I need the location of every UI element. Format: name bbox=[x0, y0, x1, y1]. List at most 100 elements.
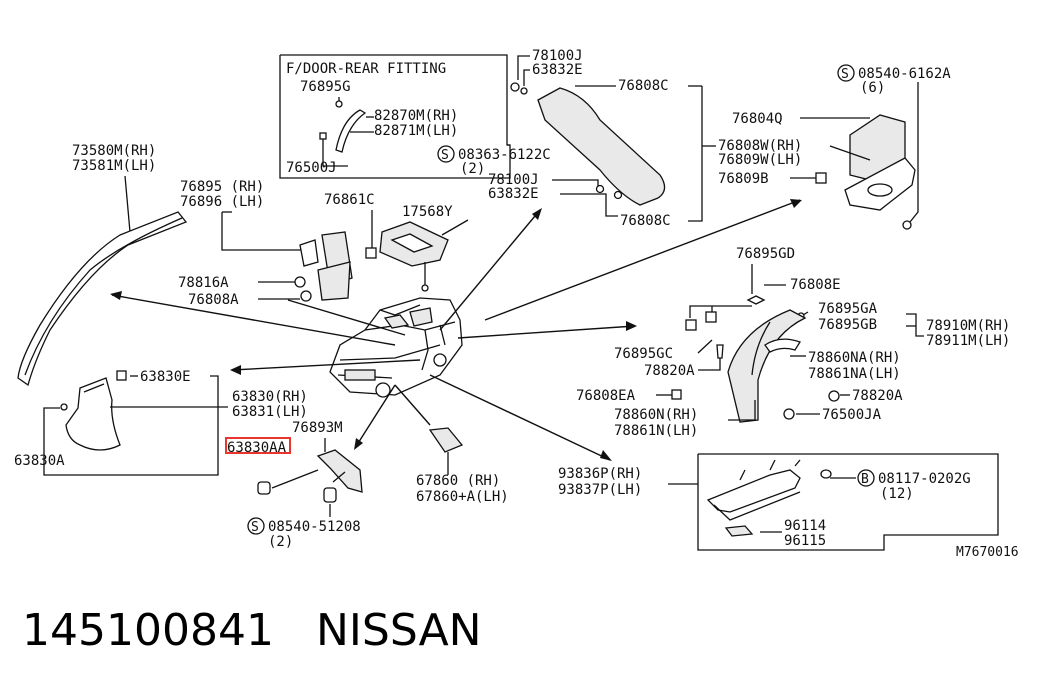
label-96114: 96114 bbox=[784, 518, 826, 534]
label-08540-6162A: 08540-6162A bbox=[858, 66, 951, 82]
clip-76895GD bbox=[705, 311, 717, 323]
label-96115: 96115 bbox=[784, 533, 826, 549]
label-76895GA: 76895GA bbox=[818, 301, 878, 317]
clip-76809B bbox=[815, 172, 827, 184]
label-76893M: 76893M bbox=[292, 420, 343, 436]
screw-78820A-b bbox=[828, 390, 840, 402]
clip-76895GC bbox=[685, 319, 697, 331]
label-76895RH: 76895 (RH) bbox=[180, 179, 264, 195]
label-78100J-top: 78100J bbox=[532, 48, 583, 64]
diagram-code: M7670016 bbox=[956, 545, 1019, 560]
label-76809W: 76809W(LH) bbox=[718, 152, 802, 168]
label-76808W: 76808W(RH) bbox=[718, 138, 802, 154]
lower-bracket-group: 76893M 63830AA S 08540-51208 (2) bbox=[225, 420, 363, 550]
bracket-76893M bbox=[316, 449, 363, 493]
label-76808EA: 76808EA bbox=[576, 388, 636, 404]
label-63831LH: 63831(LH) bbox=[232, 404, 308, 420]
bolt-08117 bbox=[820, 469, 832, 479]
label-08363-6122C: 08363-6122C bbox=[458, 147, 551, 163]
label-67860A: 67860+A(LH) bbox=[416, 489, 509, 505]
label-78820A-b: 78820A bbox=[852, 388, 903, 404]
label-17568Y: 17568Y bbox=[402, 204, 453, 220]
bracket-17568Y-inner bbox=[390, 233, 434, 253]
clip-76500JA bbox=[783, 408, 795, 420]
label-76808C-b: 76808C bbox=[620, 213, 671, 229]
highlight-box-63830AA bbox=[225, 437, 291, 454]
bolt-08363-6122C: S 08363-6122C (2) bbox=[437, 145, 551, 177]
screw-76808A bbox=[300, 290, 312, 302]
bracket-hole bbox=[867, 183, 893, 197]
fdoor-title: F/DOOR-REAR FITTING bbox=[286, 61, 446, 77]
label-78100J-b: 78100J bbox=[488, 172, 539, 188]
control-unit-group: S 08540-6162A (6) 76804Q 76808W(RH) 7680… bbox=[718, 64, 951, 230]
label-08117-qty: (12) bbox=[880, 486, 914, 502]
label-76861C: 76861C bbox=[324, 192, 375, 208]
s-symbol-letter: S bbox=[441, 148, 449, 163]
fender-bracket-group: 76895 (RH) 76896 (LH) 76861C 17568Y 7881… bbox=[178, 179, 469, 308]
label-76808A: 76808A bbox=[188, 292, 239, 308]
label-76500J: 76500J bbox=[286, 160, 337, 176]
label-76895GD: 76895GD bbox=[736, 246, 795, 262]
label-63830E: 63830E bbox=[140, 369, 191, 385]
clip-76895G bbox=[335, 100, 343, 108]
label-78860N: 78860N(RH) bbox=[614, 407, 698, 423]
label-78911M: 78911M(LH) bbox=[926, 333, 1010, 349]
clip-76861C bbox=[365, 247, 377, 259]
bracket-76896 bbox=[299, 239, 319, 267]
label-76896LH: 76896 (LH) bbox=[180, 194, 264, 210]
label-76895GB: 76895GB bbox=[818, 317, 877, 333]
label-78861N: 78861N(LH) bbox=[614, 423, 698, 439]
cap-63832E-b bbox=[613, 190, 623, 200]
label-76804Q: 76804Q bbox=[732, 111, 783, 127]
label-76500JA: 76500JA bbox=[822, 407, 882, 423]
label-78860NA: 78860NA(RH) bbox=[808, 350, 901, 366]
cap-63832E bbox=[520, 87, 528, 95]
clip-63830E bbox=[116, 370, 127, 381]
upper-trim-group: 78100J 63832E 76808C 78100J 63832E 76808… bbox=[488, 48, 716, 229]
bolt-08540-51208 bbox=[323, 487, 337, 503]
drip-molding-group: 73580M(RH) 73581M(LH) bbox=[17, 143, 188, 387]
insulator-67860 bbox=[428, 427, 464, 453]
protector-78860NA bbox=[764, 338, 801, 353]
molding-73580M bbox=[17, 211, 188, 387]
clip-78816A bbox=[294, 276, 306, 288]
screw-78100J-b bbox=[595, 184, 605, 194]
label-78861NA: 78861NA(LH) bbox=[808, 366, 901, 382]
screw-08540-6162A bbox=[902, 220, 912, 230]
label-63832E-top: 63832E bbox=[532, 62, 583, 78]
screw-63830A bbox=[60, 403, 68, 411]
label-08117-0202G: 08117-0202G bbox=[878, 471, 971, 487]
label-82870M: 82870M(RH) bbox=[374, 108, 458, 124]
pointer-arrows bbox=[110, 199, 802, 461]
label-76895GC: 76895GC bbox=[614, 346, 673, 362]
clip-76808EA bbox=[671, 389, 682, 400]
label-73580M: 73580M(RH) bbox=[72, 143, 156, 159]
label-08540-6162A-qty: (6) bbox=[860, 80, 885, 96]
label-78816A: 78816A bbox=[178, 275, 229, 291]
step-rail-93836P bbox=[706, 469, 801, 513]
label-63830RH: 63830(RH) bbox=[232, 389, 308, 405]
fender-flare-78910M bbox=[727, 309, 807, 423]
label-76895G: 76895G bbox=[300, 79, 351, 95]
b-symbol bbox=[857, 469, 875, 487]
bolt-63830AA bbox=[257, 481, 271, 495]
s-symbol bbox=[437, 145, 455, 163]
s-symbol-3 bbox=[247, 517, 265, 535]
weatherstrip-82870M bbox=[335, 109, 367, 153]
screw-78100J bbox=[510, 82, 520, 92]
bracket-lower bbox=[317, 261, 351, 301]
label-82871M: 82871M(LH) bbox=[374, 123, 458, 139]
wheel-arch-group: 76895GD 76808E 76895GA 76895GB 78910M(RH… bbox=[576, 246, 1010, 439]
part-number-caption: 145100841 bbox=[22, 605, 274, 656]
fdoor-rear-fitting-inset: F/DOOR-REAR FITTING 76895G 82870M(RH) 82… bbox=[279, 54, 511, 179]
pad-96114 bbox=[724, 525, 754, 537]
brand-caption: NISSAN bbox=[316, 605, 482, 656]
label-08540-51208-qty: (2) bbox=[268, 534, 293, 550]
label-08540-51208: 08540-51208 bbox=[268, 519, 361, 535]
trim-panel-76808C bbox=[537, 87, 666, 206]
label-67860: 67860 (RH) bbox=[416, 473, 500, 489]
label-76808E: 76808E bbox=[790, 277, 841, 293]
mud-flap-63830 bbox=[65, 377, 121, 451]
vehicle-illustration bbox=[329, 297, 463, 398]
